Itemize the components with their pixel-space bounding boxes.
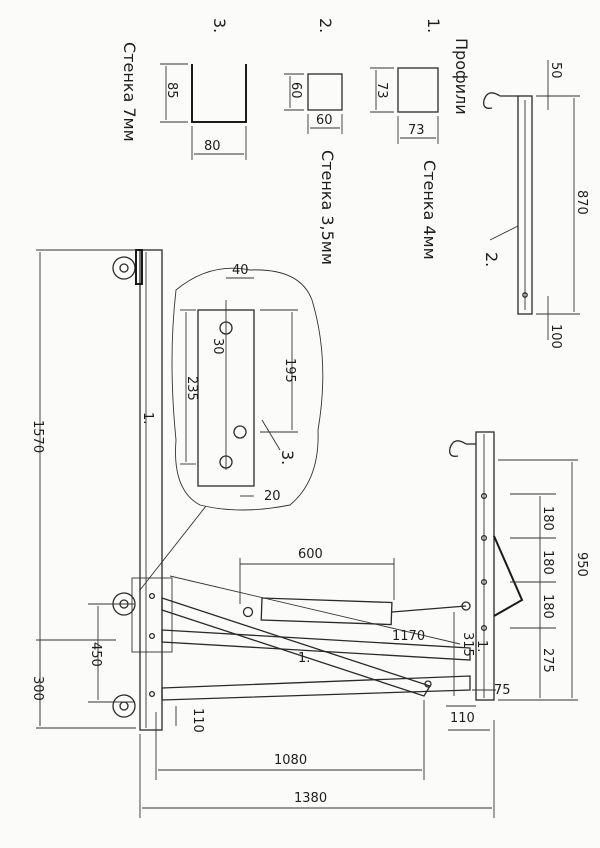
- profile-2: [284, 73, 343, 134]
- arm-top-dim: 50: [548, 62, 563, 79]
- base-part-number: 1.: [140, 412, 155, 424]
- plate-length-dim: 235: [184, 376, 199, 401]
- wheel-bottom: [112, 694, 136, 718]
- strut-height-dim: 450: [88, 642, 103, 667]
- p1-height: 73: [374, 82, 389, 99]
- wall-2-label: Стенка 3,5мм: [318, 150, 337, 265]
- mast-hook-icon: [449, 440, 467, 457]
- mast-offset-dim: 315: [460, 632, 475, 657]
- hook-icon: [483, 92, 501, 109]
- mast-base-dim: 110: [450, 711, 475, 726]
- mast-total-dim: 950: [574, 552, 589, 577]
- base-offset-dim: 300: [30, 676, 45, 701]
- p3-width: 80: [204, 139, 221, 154]
- mast-seg-1-dim: 180: [540, 506, 555, 531]
- mast-part-number: 1.: [474, 640, 489, 652]
- span-inner-dim: 1080: [274, 753, 307, 768]
- detail-cloud: [171, 267, 324, 511]
- base-beam: [112, 249, 173, 731]
- arm-bottom-dim: 100: [548, 324, 563, 349]
- mast-seg-3-dim: 180: [540, 594, 555, 619]
- plate-hole-dim: 30: [210, 338, 225, 355]
- arm-length-dim: 870: [574, 190, 589, 215]
- profile-3: [160, 63, 247, 160]
- profile-2-number: 2.: [316, 18, 335, 33]
- wall-3-label: Стенка 7мм: [120, 42, 139, 142]
- p2-width: 60: [316, 113, 333, 128]
- p3-height: 85: [164, 82, 179, 99]
- mast-seg-4-dim: 275: [540, 648, 555, 673]
- plate-width-dim: 40: [232, 263, 249, 278]
- arm-part-number: 2.: [482, 252, 501, 267]
- base-length-dim: 1570: [30, 420, 45, 453]
- mast: [449, 431, 524, 701]
- span-total-dim: 1380: [294, 791, 327, 806]
- profile-3-number: 3.: [210, 18, 229, 33]
- plate-edge-dim: 20: [264, 489, 281, 504]
- p1-width: 73: [408, 123, 425, 138]
- struts: [161, 597, 471, 701]
- cylinder-length-dim: 600: [298, 547, 323, 562]
- wall-1-label: Стенка 4мм: [420, 160, 439, 260]
- wheel-top: [112, 256, 136, 280]
- mast-seg-2-dim: 180: [540, 550, 555, 575]
- diagonal-length-dim: 1170: [392, 629, 425, 644]
- plate-part-number: 3.: [278, 450, 297, 465]
- p2-height: 60: [288, 82, 303, 99]
- profile-1: [370, 67, 439, 144]
- base-low-dim: 110: [190, 708, 205, 733]
- plate-detail: [180, 277, 298, 497]
- hydraulic-cylinder: [169, 558, 471, 645]
- mast-width-dim: 75: [494, 683, 511, 698]
- profile-1-number: 1.: [424, 18, 443, 33]
- plate-inner-dim: 195: [282, 358, 297, 383]
- detail-leader: [139, 505, 207, 591]
- jib-arm: [483, 60, 580, 340]
- diagonal-part-number: 1.: [298, 651, 310, 666]
- profiles-heading: Профили: [452, 38, 471, 115]
